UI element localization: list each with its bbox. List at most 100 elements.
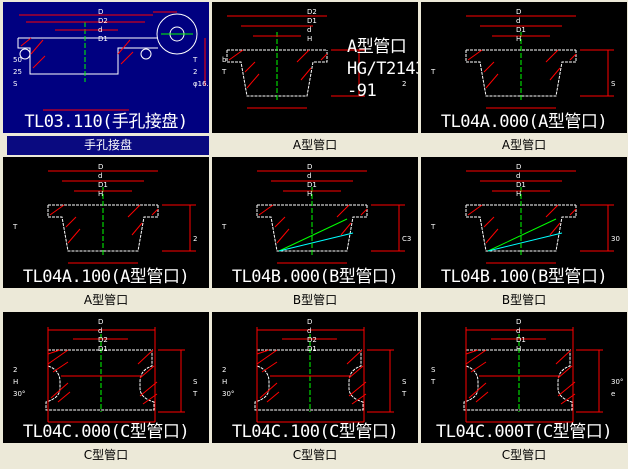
dimension-label: 50 [13,56,22,64]
dimension-label: D1 [307,17,317,25]
dimension-label: d [307,26,311,34]
dimension-label: D1 [98,181,108,189]
dimension-label: T [401,390,407,398]
dimension-label: φ16.5 [193,80,209,88]
drawing-title: TL04C.000T(C型管口) [436,422,612,442]
dimension-label: D2 [307,336,317,344]
dimension-label: D [98,163,103,171]
dimension-label: D1 [98,35,108,43]
dimension-label: D2 [98,336,108,344]
dimension-label: H [13,378,18,386]
drawing-title: TL04C.100(C型管口) [232,422,398,442]
drawing-title: TL04C.000(C型管口) [23,422,189,442]
dimension-label: H [516,345,521,353]
dimension-label: T [430,378,436,386]
dimension-label: e [611,390,615,398]
dimension-label: S [611,80,616,88]
dimension-label: H [516,35,521,43]
dimension-label: D1 [98,345,108,353]
dimension-label: D [516,163,521,171]
dimension-label: 30° [611,378,623,386]
drawing-caption[interactable]: B型管口 [501,293,547,307]
drawing-side-text: HG/T2143 [347,59,418,79]
dimension-label: H [222,378,227,386]
dimension-label: H [98,190,103,198]
dimension-label: D [98,8,103,16]
dimension-label: S [402,378,407,386]
dimension-label: 30° [13,390,25,398]
dimension-label: T [12,223,18,231]
dimension-label: 2 [222,366,226,374]
dimension-label: d [516,327,520,335]
dimension-label: T [192,56,198,64]
drawing-caption[interactable]: 手孔接盘 [7,136,209,155]
dimension-label: D1 [516,26,526,34]
dimension-label: d [98,26,102,34]
dimension-label: D1 [307,181,317,189]
dimension-label: S [13,80,18,88]
dimension-label: T [430,68,436,76]
drawing-caption[interactable]: A型管口 [292,138,338,152]
drawing-caption[interactable]: C型管口 [292,448,338,462]
dimension-label: D [307,163,312,171]
dimension-label: H [307,35,312,43]
dimension-label: b [222,56,227,64]
drawing-caption[interactable]: C型管口 [501,448,547,462]
dimension-label: D [516,8,521,16]
dimension-label: D [98,318,103,326]
dimension-label: D1 [307,345,317,353]
dimension-label: T [221,68,227,76]
dimension-label: T [430,223,436,231]
dimension-label: D1 [516,336,526,344]
dimension-label: H [307,190,312,198]
drawing-caption[interactable]: B型管口 [292,293,338,307]
drawing-side-text: A型管口 [347,37,406,57]
dimension-label: S [193,378,198,386]
drawing-title: TL03.110(手孔接盘) [24,112,187,132]
drawing-title: TL04B.100(B型管口) [441,267,607,287]
dimension-label: 2 [402,80,406,88]
dimension-label: 2 [193,235,197,243]
drawing-caption[interactable]: C型管口 [83,448,129,462]
dimension-label: H [516,190,521,198]
dimension-label: C3 [402,235,411,243]
dimension-label: D [307,318,312,326]
dimension-label: d [307,172,311,180]
dimension-label: D1 [516,181,526,189]
dimension-label: 30° [222,390,234,398]
drawing-caption[interactable]: A型管口 [83,293,129,307]
dimension-label: d [516,172,520,180]
dimension-label: S [431,366,436,374]
drawing-caption[interactable]: A型管口 [501,138,547,152]
drawing-title: TL04A.100(A型管口) [23,267,189,287]
dimension-label: T [221,223,227,231]
dimension-label: 25 [13,68,22,76]
dimension-label: d [98,172,102,180]
